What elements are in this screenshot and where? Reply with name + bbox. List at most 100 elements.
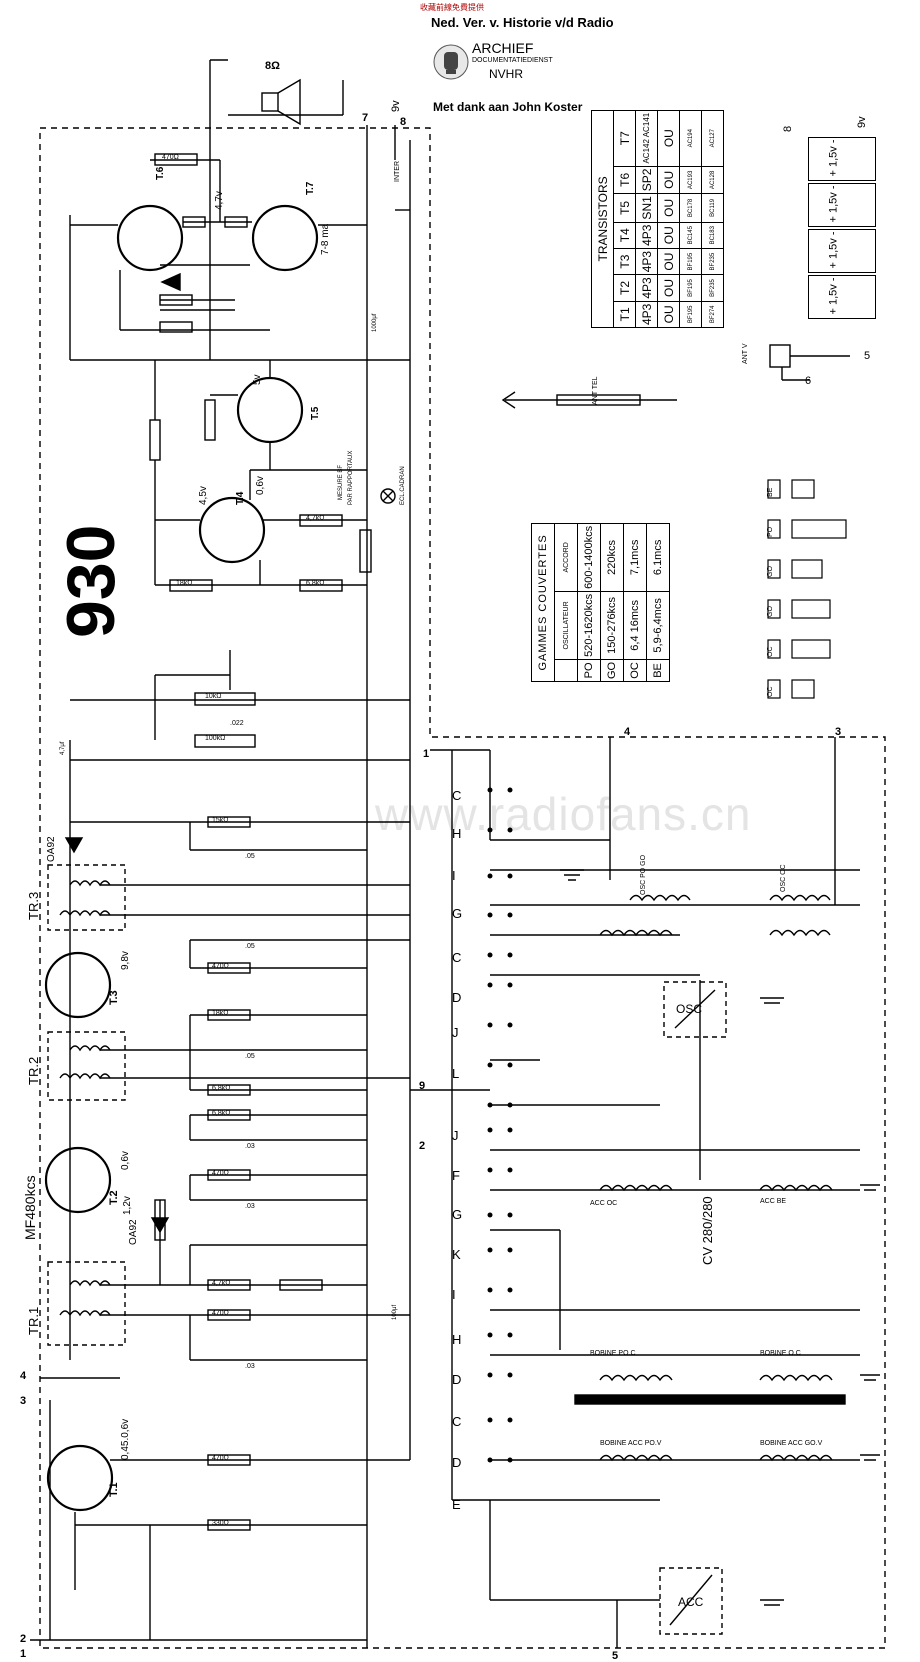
- svg-text:930: 930: [62, 525, 129, 638]
- resistor-value: 18kΩ: [176, 580, 193, 587]
- transistor-header: T1: [613, 301, 636, 328]
- osc-oc-label: OSC OC: [780, 864, 787, 892]
- battery-pack: + 1,5v - + 1,5v - + 1,5v - + 1,5v -: [808, 137, 878, 327]
- archive-stamp-title: ARCHIEF: [472, 40, 534, 56]
- acc-label: ACC: [678, 1595, 704, 1609]
- resistor-value: 6,8kΩ: [212, 1110, 231, 1117]
- bobine-po-label: BOBINE PO.C: [590, 1350, 636, 1357]
- cv-label: CV 280/280: [700, 1196, 715, 1265]
- transistor-cell: OU: [657, 274, 680, 302]
- transistor-cell: BC119: [701, 193, 724, 223]
- transistor-cell: OU: [657, 193, 680, 223]
- bobine-acc-po-label: BOBINE ACC PO.V: [600, 1440, 662, 1447]
- resistor-value: 470Ω: [212, 963, 229, 970]
- switch-letter: E: [452, 1497, 461, 1512]
- terminal-3b: 3: [20, 1395, 27, 1407]
- resistor-value: 15kΩ: [212, 817, 229, 824]
- band-acc: 6.1mcs: [646, 523, 670, 592]
- switch-letter: D: [452, 990, 462, 1005]
- mesure-label: MESURE BF: [338, 464, 344, 500]
- tr1-label: TR.1: [26, 1306, 41, 1335]
- capacitor-value: 1000μf: [372, 313, 378, 332]
- speaker-label: 8Ω: [265, 60, 280, 72]
- transistor-cell: BF195: [679, 274, 702, 302]
- mf-label: MF480kcs: [22, 1175, 38, 1240]
- transistor-cell: SN1: [635, 193, 658, 223]
- t6-label: T.6: [155, 166, 166, 180]
- v06-label-a: 0,6v: [255, 476, 266, 495]
- capacitor-value: .03: [245, 1203, 255, 1210]
- ant-term-6: 6: [805, 375, 812, 387]
- transistor-header: T5: [613, 193, 636, 223]
- resistor-value: 6,8kΩ: [306, 580, 325, 587]
- terminal-9: 9: [419, 1080, 426, 1092]
- switch-letter: I: [452, 868, 456, 883]
- v12-label: 1,2v: [122, 1196, 133, 1215]
- switch-letter: J: [452, 1025, 459, 1040]
- capacitor-value: .05: [245, 943, 255, 950]
- band-osc: 150-276kcs: [600, 591, 624, 660]
- header-top-note: 收藏前線免費提供: [420, 3, 484, 12]
- bobine-oc-label: BOBINE O.C: [760, 1350, 801, 1357]
- capacitor-value: .03: [245, 1143, 255, 1150]
- capacitor-value: .05: [245, 853, 255, 860]
- acc-be-label: ACC BE: [760, 1198, 787, 1205]
- transistor-cell: BF274: [701, 301, 724, 328]
- v06-label-b: 0,6v: [120, 1151, 131, 1170]
- v045-label: 0,45.0,6v: [120, 1418, 131, 1460]
- transistor-cell: AC194: [679, 110, 702, 167]
- resistor-value: 470Ω: [212, 1170, 229, 1177]
- transistor-cell: BF235: [701, 248, 724, 275]
- terminal-1: 1: [423, 748, 430, 760]
- ecl-label: ECL.CADRAN: [400, 466, 406, 505]
- block-label: OC: [767, 686, 774, 698]
- transistor-cell: AC141: [642, 112, 651, 138]
- band-name: BE: [646, 659, 670, 682]
- transistor-cell: AC193: [679, 166, 702, 194]
- terminal-2b: 2: [20, 1633, 27, 1645]
- resistor-value: 470Ω: [162, 154, 179, 161]
- bobine-acc-go-label: BOBINE ACC GO.V: [760, 1440, 823, 1447]
- battery-9v-label: 9v: [856, 116, 868, 128]
- capacitor-value: .05: [245, 1053, 255, 1060]
- resistor-value: 100kΩ: [205, 735, 226, 742]
- transistor-cell: BC145: [679, 222, 702, 249]
- oa92-label-a: OA92: [46, 836, 57, 862]
- header-society: Ned. Ver. v. Historie v/d Radio: [431, 15, 614, 30]
- transistor-cell: BF195: [679, 248, 702, 275]
- v5-label: 5v: [252, 374, 263, 385]
- terminal-4: 4: [624, 726, 631, 738]
- header-thanks: Met dank aan John Koster: [433, 100, 583, 114]
- resistor-value: 6,8kΩ: [212, 1085, 231, 1092]
- t2-label: T.2: [108, 1190, 120, 1205]
- capacitor-value: 4,7μf: [60, 741, 66, 755]
- band-osc: 5,9-6,4mcs: [646, 591, 670, 660]
- terminal-1b: 1: [20, 1648, 27, 1660]
- transistor-cell: AC127: [701, 110, 724, 167]
- inter-label: INTER: [394, 161, 401, 182]
- model-number: 930: [62, 525, 129, 638]
- terminal-3: 3: [835, 726, 842, 738]
- transistor-cell: BF235: [701, 274, 724, 302]
- transistor-cell: BC178: [679, 193, 702, 223]
- ant-term-5: 5: [864, 350, 871, 362]
- battery-cell: + 1,5v -: [808, 229, 876, 273]
- switch-letter: L: [452, 1066, 460, 1081]
- block-label: GO: [767, 606, 774, 617]
- tr2-label: TR.2: [26, 1056, 41, 1085]
- rapport-label: PAR RAPPORTAUX: [348, 450, 354, 505]
- ant-tel-label: ANT TEL: [592, 376, 599, 405]
- t7-label: T.7: [305, 181, 316, 195]
- block-label: PO: [767, 526, 774, 537]
- transistor-cell: 4P3: [635, 248, 658, 275]
- transistor-cell: OU: [657, 110, 680, 167]
- transistor-cell: BC183: [701, 222, 724, 249]
- switch-letter: K: [452, 1247, 461, 1262]
- v98-label: 9,8v: [120, 951, 131, 970]
- band-acc: 7,1mcs: [623, 523, 647, 592]
- terminal-5: 5: [612, 1650, 619, 1662]
- t1-label: T.1: [108, 1482, 120, 1497]
- supply-9v: 9v: [390, 100, 402, 112]
